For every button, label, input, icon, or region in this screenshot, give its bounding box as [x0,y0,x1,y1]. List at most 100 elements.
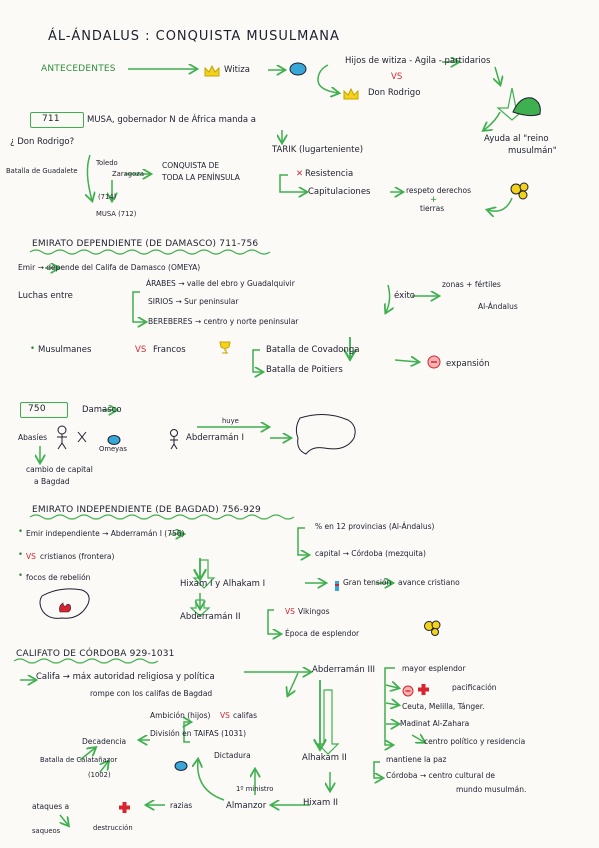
year-750: 750 [28,404,46,414]
califa-text: Califa → máx autoridad religiosa y polít… [36,672,215,682]
poitiers-label: Batalla de Poitiers [266,365,343,375]
red-cross-icon [118,799,131,818]
abderraman-i-label: Abderramán I [186,433,244,443]
calatanazor-label: Batalla de Calatañazor [40,756,118,764]
bullet: • [18,571,24,581]
musa-text: MUSA, gobernador N de África manda a [87,115,257,125]
capital-cordoba-text: capital → Córdoba (mezquita) [315,549,426,558]
don-rodrigo-question: ¿ Don Rodrigo? [10,137,75,147]
emirato-dependiente-heading: EMIRATO DEPENDIENTE (DE DAMASCO) 711-756 [32,239,259,249]
helmet-icon [107,430,121,449]
emir-text: Emir → depende del Califa de Damasco (OM… [18,263,201,272]
division-taifas-label: División en TAIFAS (1031) [150,729,247,738]
razias-label: razias [170,801,193,810]
mantiene-paz-label: mantiene la paz [386,755,447,764]
year-box-711 [30,112,84,128]
cambio-capital-text: cambio de capital [26,465,93,474]
crown-icon [343,85,359,104]
vs-vikingos-label: VS [285,607,295,616]
zaragoza-label: Zaragoza [112,170,144,178]
respeto-label: respeto derechos [406,186,472,195]
resistencia-cross: ✕ [296,169,304,179]
ambicion-label: Ambición (hijos) [150,711,211,720]
page-title: ÁL-ÁNDALUS : CONQUISTA MUSULMANA [48,29,340,44]
damasco-label: Damasco [82,405,122,415]
minus-circle-icon [402,682,414,701]
division-provincias-text: % en 12 provincias (Al-Ándalus) [315,522,435,531]
ayuda-text-2: musulmán" [508,146,557,156]
bagdad-text: a Bagdad [34,477,70,486]
bullet: • [18,527,24,537]
al-andalus-label: Al-Ándalus [478,302,518,311]
year-714-label: (714) [98,193,117,201]
emir-independiente-text: Emir independiente → Abderramán I (756) [26,529,185,538]
conquista-text-2: TODA LA PENÍNSULA [162,173,240,182]
gran-tension-label: Gran tensión [343,578,392,587]
almanzor-label: Almanzor [226,801,267,811]
centro-politico-label: centro político y residencia [424,737,526,746]
bullet: • [18,550,24,560]
dictadura-label: Dictadura [214,751,251,760]
coins-icon [423,620,443,640]
plus-icon: + [430,195,438,205]
decadencia-label: Decadencia [82,737,127,746]
hixam-ii-label: Hixam II [303,798,338,808]
madinat-label: Madinat Al-Zahara [400,719,470,728]
ceuta-melilla-label: Ceuta, Melilla, Tánger. [402,702,485,711]
minus-circle-icon [427,354,441,373]
cordoba-cultural-label: Córdoba → centro cultural de [386,771,496,780]
bereberes-row: BEREBERES → centro y norte peninsular [148,317,299,326]
musa-712-label: MUSA (712) [96,210,137,218]
alhakam-ii-label: Alhakam II [302,753,347,763]
red-cross-icon [417,681,430,700]
vs-francos-label: VS [135,345,147,355]
vs-califas-label: VS [220,711,230,720]
fire-icon [58,598,72,617]
expansion-label: expansión [446,359,490,369]
mayor-esplendor-label: mayor esplendor [402,664,466,673]
year-1002-label: (1002) [88,771,111,779]
handshake-icon [510,92,544,124]
epoca-esplendor-label: Época de esplendor [285,629,360,638]
covadonga-label: Batalla de Covadonga [266,345,360,355]
toledo-label: Toledo [96,159,118,167]
don-rodrigo-label: Don Rodrigo [368,88,421,98]
ayuda-text: Ayuda al "reino [484,134,549,144]
tarik-label: TARIK (lugarteniente) [272,145,364,155]
luchas-label: Luchas entre [18,291,73,301]
saqueos-label: saqueos [32,827,61,835]
arabes-row: ÁRABES → valle del ebro y Guadalquivir [146,279,295,288]
year-711: 711 [42,114,60,124]
destruccion-label: destrucción [93,824,133,832]
tierras-label: tierras [420,204,445,213]
abderraman-iii-label: Abderramán III [312,665,375,675]
antecedentes-label: ANTECEDENTES [41,64,116,74]
exito-label: éxito [394,291,416,301]
abderraman-ii-label: Abderramán II [180,612,241,622]
califato-cordoba-heading: CALIFATO DE CÓRDOBA 929-1031 [16,649,175,659]
sirios-row: SIRIOS → Sur peninsular [148,297,239,306]
year-box-750 [20,402,68,418]
primer-ministro-label: 1º ministro [236,785,274,793]
pacificacion-label: pacificación [452,683,497,692]
conquista-text: CONQUISTA DE [162,161,220,170]
cristianos-label: cristianos (frontera) [40,552,115,561]
crown-icon [204,62,220,81]
musulmanes-label: Musulmanes [38,345,92,355]
avance-cristiano-label: avance cristiano [398,578,460,587]
huye-label: huye [222,417,239,425]
resistencia-label: Resistencia [305,169,354,179]
francos-label: Francos [153,345,186,355]
vs-cristianos-label: VS [26,552,36,561]
zonas-label: zonas + fértiles [442,280,501,289]
vs-rodrigo-label: VS [391,72,403,82]
hijos-witiza-text: Hijos de witiza - Agila - partidarios [345,56,491,66]
hixam-alhakam-label: Hixam I y Alhakam I [180,579,266,589]
capitulaciones-label: Capitulaciones [308,187,371,197]
bullet: • [30,344,36,354]
mundo-musulman-label: mundo musulmán. [456,785,527,794]
vikingos-label: Vikingos [298,607,330,616]
ataques-label: ataques a [32,802,70,811]
focos-rebelion-label: focos de rebelión [26,573,91,582]
